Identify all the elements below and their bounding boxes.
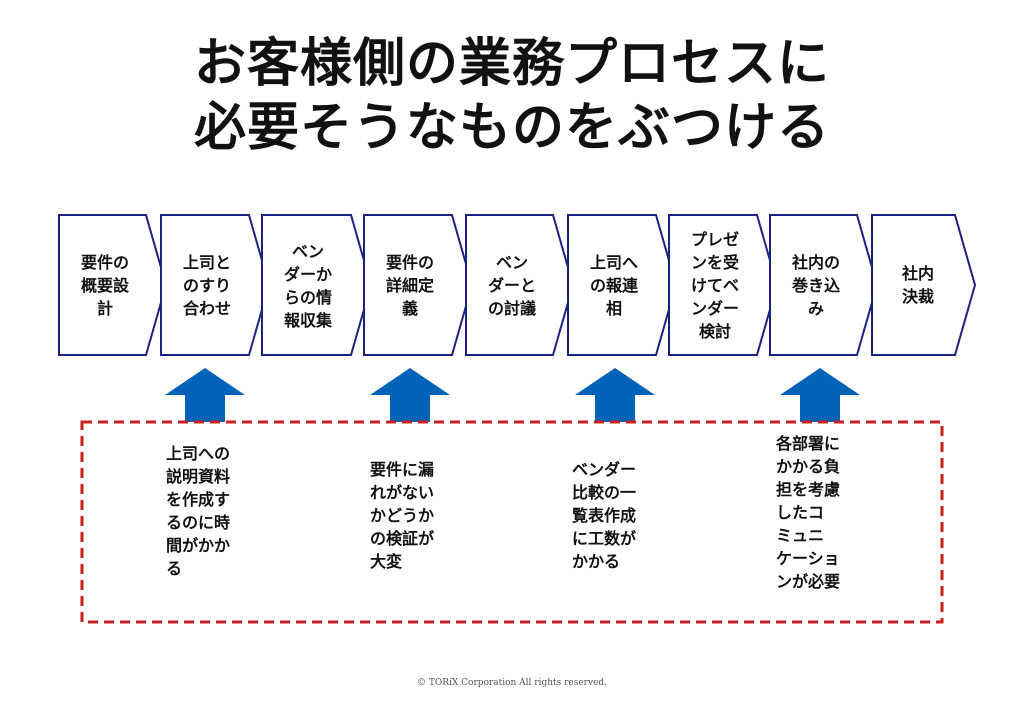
step-shape-2 [160,214,271,356]
up-arrow-3 [575,368,655,422]
step-label-2: 上司と のすり 合わせ [182,253,231,318]
step-label-1: 要件の 概要設 計 [80,253,129,318]
step-label-4: 要件の 詳細定 義 [385,253,434,318]
step-shape-7 [668,214,779,356]
step-label-6: 上司へ の報連 相 [589,253,638,318]
step-shape-4 [363,214,474,356]
step-label-3: ベン ダーか らの情 報収集 [283,242,332,330]
step-shape-3 [261,214,373,356]
step-shape-6 [567,214,678,356]
up-arrow-2 [370,368,450,422]
title-line-1: お客様側の業務プロセスに [193,34,830,94]
step-label-9: 社内 決裁 [901,264,934,306]
up-arrow-1 [165,368,245,422]
title-line-2: 必要そうなものをぶつける [193,98,830,158]
copyright-footer: © TORiX Corporation All rights reserved. [416,678,608,688]
issues-dashed-box [80,420,944,624]
step-shape-9 [871,214,977,356]
step-label-5: ベン ダーと の討議 [487,253,536,318]
issue-text-4: 各部署に かかる負 担を考慮 したコ ミュニ ケーショ ンが必要 [776,434,841,591]
step-shape-5 [465,214,575,356]
issue-text-1: 上司への 説明資料 を作成す るのに時 間がかか る [166,444,231,578]
issue-text-3: ベンダー 比較の一 覧表作成 に工数が かかる [572,460,637,571]
issue-text-2: 要件に漏 れがない かどうか の検証が 大変 [370,460,435,571]
step-label-7: プレゼ ンを受 けてベ ンダー 検討 [690,230,739,341]
step-label-8: 社内の 巻き込 み [791,253,840,318]
step-shape-1 [58,214,168,356]
step-shape-8 [769,214,879,356]
up-arrow-4 [780,368,860,422]
